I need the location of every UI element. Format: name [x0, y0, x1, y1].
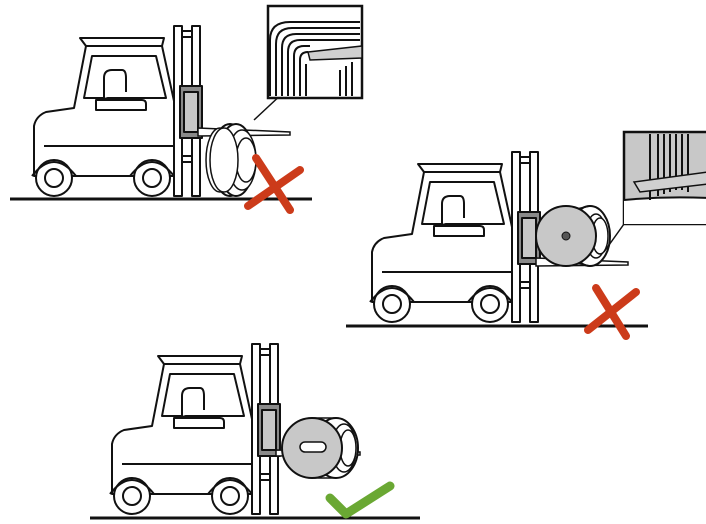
scene-reel-on-lifting-bar — [90, 344, 420, 518]
red-cross-icon — [588, 288, 636, 336]
detail-inset-reel — [604, 132, 706, 252]
cable-reel — [536, 206, 610, 266]
cable-reel — [282, 418, 358, 478]
scene-coil-through-core — [10, 6, 362, 210]
detail-inset-coil — [254, 6, 362, 120]
green-check-icon — [330, 486, 390, 514]
scene-reel-flange-on-forks — [346, 132, 706, 336]
cable-coil — [206, 124, 256, 196]
